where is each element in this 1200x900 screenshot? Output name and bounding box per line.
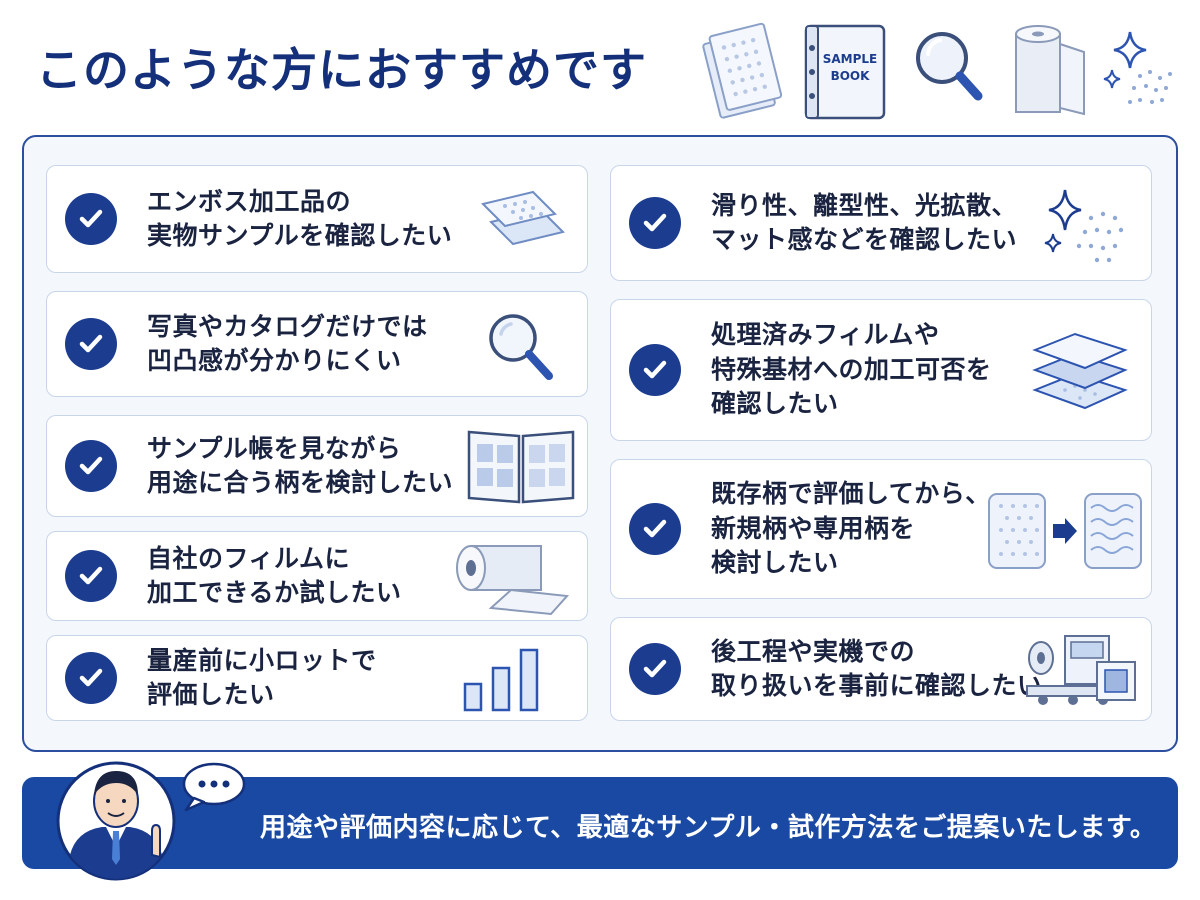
sample-book-label-2: BOOK bbox=[831, 69, 871, 83]
pattern-transition-icon bbox=[988, 493, 1142, 569]
sparkle-icon bbox=[1103, 31, 1172, 104]
layer-stack-icon bbox=[1032, 332, 1128, 410]
embossed-sheets-icon bbox=[481, 190, 565, 246]
sample-book-label-1: SAMPLE bbox=[823, 52, 878, 66]
magnifier-icon bbox=[916, 32, 983, 101]
card-text-line: 評価したい bbox=[147, 680, 275, 709]
card-text-line: 用途に合う柄を検討したい bbox=[147, 468, 454, 497]
footer-message: 用途や評価内容に応じて、最適なサンプル・試作方法をご提案いたします。 bbox=[260, 813, 1157, 843]
embossed-sheets-icon bbox=[702, 22, 783, 119]
card-text-line: 滑り性、離型性、光拡散、 bbox=[711, 190, 1018, 220]
card-text-line: 自社のフィルムに bbox=[147, 543, 351, 573]
card-text-line: 量産前に小ロットで bbox=[147, 645, 377, 675]
page-title: このような方におすすめです bbox=[36, 43, 647, 97]
left-card-0: エンボス加工品の 実物サンプルを確認したい bbox=[46, 165, 588, 273]
left-card-2: サンプル帳を見ながら 用途に合う柄を検討したい bbox=[46, 415, 588, 517]
card-text-line: サンプル帳を見ながら bbox=[147, 433, 402, 463]
film-roll-icon bbox=[1015, 25, 1085, 116]
card-text-line: 処理済みフィルムや bbox=[711, 320, 940, 350]
check-icon bbox=[65, 440, 117, 492]
check-icon bbox=[65, 550, 117, 602]
right-card-2: 既存柄で評価してから、 新規柄や専用柄を 検討したい bbox=[610, 459, 1152, 599]
avatar bbox=[56, 761, 176, 881]
card-text-line: 写真やカタログだけでは bbox=[147, 311, 428, 341]
card-text-line: 検討したい bbox=[711, 548, 839, 578]
speech-bubble-icon bbox=[182, 762, 246, 812]
check-icon bbox=[65, 652, 117, 704]
card-text-line: 後工程や実機での bbox=[711, 636, 916, 666]
machine-icon bbox=[1026, 635, 1136, 705]
sample-book-icon: SAMPLE BOOK bbox=[804, 24, 886, 120]
bar-chart-icon bbox=[463, 648, 539, 712]
card-text-line: マット感などを確認したい bbox=[711, 225, 1018, 254]
card-text-line: 既存柄で評価してから、 bbox=[711, 479, 991, 509]
right-card-0: 滑り性、離型性、光拡散、 マット感などを確認したい bbox=[610, 165, 1152, 281]
card-text-line: 実物サンプルを確認したい bbox=[147, 221, 453, 250]
check-icon bbox=[629, 503, 681, 555]
card-text-line: 取り扱いを事前に確認したい bbox=[711, 671, 1043, 700]
header-icons: SAMPLE BOOK bbox=[690, 18, 1190, 128]
magnifier-icon bbox=[489, 314, 553, 380]
right-card-1: 処理済みフィルムや 特殊基材への加工可否を 確認したい bbox=[610, 299, 1152, 441]
sample-book-open-icon bbox=[467, 430, 575, 504]
card-text-line: 凹凸感が分かりにくい bbox=[147, 346, 402, 375]
film-roll-icon bbox=[456, 545, 570, 616]
card-text-line: 加工できるか試したい bbox=[147, 578, 402, 607]
check-icon bbox=[65, 318, 117, 370]
card-text-line: 確認したい bbox=[711, 389, 839, 419]
left-card-3: 自社のフィルムに 加工できるか試したい bbox=[46, 531, 588, 621]
right-card-3: 後工程や実機での 取り扱いを事前に確認したい bbox=[610, 617, 1152, 721]
card-text-line: エンボス加工品の bbox=[147, 186, 352, 216]
left-card-4: 量産前に小ロットで 評価したい bbox=[46, 635, 588, 721]
left-card-1: 写真やカタログだけでは 凹凸感が分かりにくい bbox=[46, 291, 588, 397]
check-icon bbox=[629, 344, 681, 396]
check-icon bbox=[629, 197, 681, 249]
card-text-line: 新規柄や専用柄を bbox=[711, 513, 916, 543]
card-text-line: 特殊基材への加工可否を bbox=[711, 354, 992, 384]
check-icon bbox=[65, 193, 117, 245]
check-icon bbox=[629, 643, 681, 695]
sparkle-icon bbox=[1044, 189, 1124, 263]
